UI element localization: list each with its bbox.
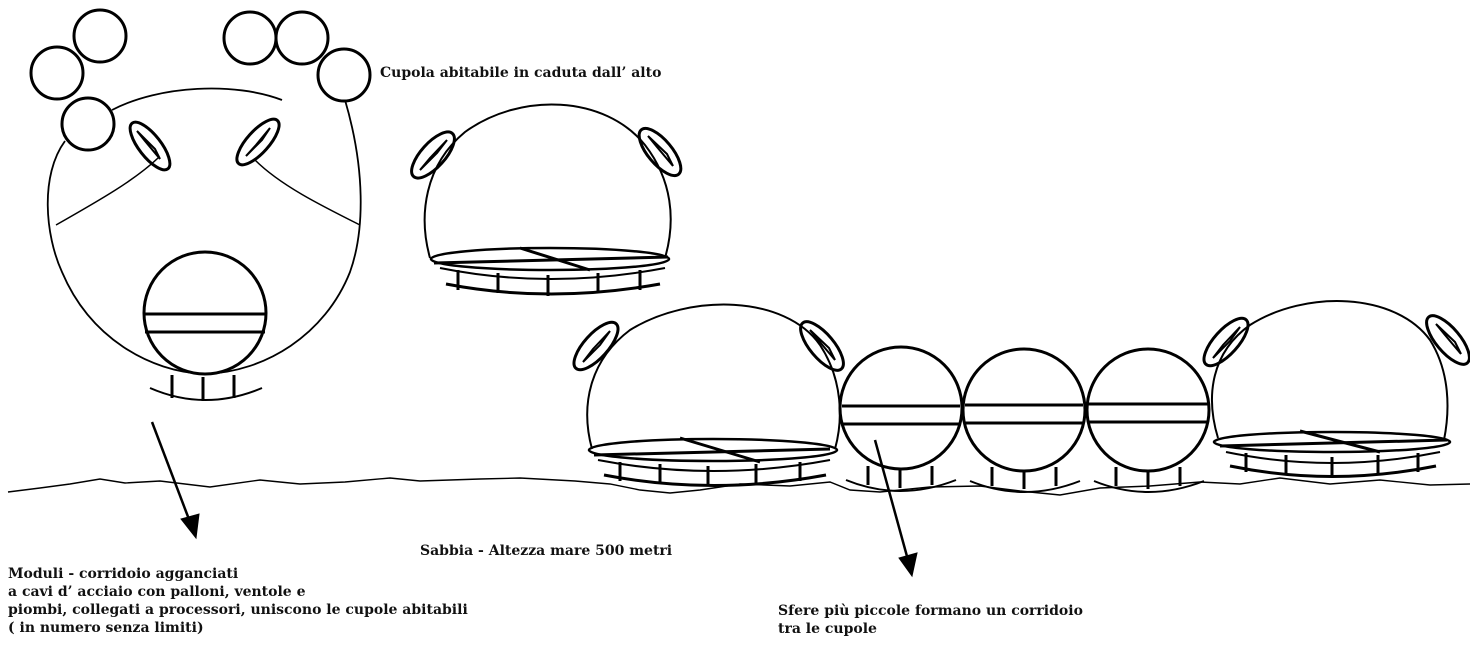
sphere-base — [149, 375, 263, 401]
balloon — [60, 96, 116, 152]
dome-shell — [423, 103, 672, 259]
label-sand-sea-level: Sabbia - Altezza mare 500 metri — [420, 543, 673, 559]
fan-icon — [128, 120, 172, 172]
dome-legs — [1229, 453, 1437, 478]
balloon — [316, 47, 372, 103]
balloon — [29, 45, 85, 101]
corridor-spheres — [838, 345, 1211, 493]
habitable-dome-grounded-right — [1202, 300, 1470, 478]
sand-ground-line — [7, 477, 1470, 496]
fan-icon — [1202, 316, 1250, 368]
balloon — [222, 10, 278, 66]
corridor-sphere — [838, 345, 964, 492]
label-line: piombi, collegati a processori, uniscono… — [8, 602, 468, 618]
corridor-sphere — [1085, 347, 1211, 493]
balloon — [274, 10, 330, 66]
label-line: Sfere più piccole formano un corridoio — [778, 603, 1083, 619]
label-line: Moduli - corridoio agganciati — [8, 566, 239, 582]
fan-icon — [799, 320, 845, 372]
falling-dome-balloon-assembly — [29, 8, 372, 401]
dome-legs — [445, 270, 661, 296]
internal-cable — [254, 159, 361, 226]
label-line: ( in numero senza limiti) — [8, 620, 204, 636]
fan-icon — [637, 126, 683, 178]
dome-legs — [603, 462, 827, 487]
arrow-to-modules-label — [150, 421, 200, 540]
fan-icon — [572, 320, 620, 372]
dome-shell — [1211, 300, 1449, 441]
dome-floor-disc — [429, 246, 671, 272]
habitable-dome-falling — [410, 103, 683, 296]
habitable-dome-grounded-left — [572, 303, 845, 487]
fan-icon — [410, 130, 456, 180]
balloon — [72, 8, 128, 64]
label-modules-corridor: Moduli - corridoio agganciati a cavi d’ … — [8, 565, 468, 637]
dome-shell — [586, 303, 841, 450]
arrow-to-spheres-label — [873, 439, 918, 578]
dome-envelope-top — [111, 87, 283, 111]
corridor-sphere — [961, 347, 1087, 493]
label-line: tra le cupole — [778, 621, 877, 637]
fan-icon — [235, 117, 281, 167]
internal-cable — [55, 157, 159, 226]
fan-icon — [1425, 314, 1470, 366]
label-falling-dome: Cupola abitabile in caduta dall’ alto — [380, 65, 662, 81]
label-line: a cavi d’ acciaio con palloni, ventole e — [8, 584, 306, 600]
label-smaller-spheres: Sfere più piccole formano un corridoio t… — [778, 602, 1083, 638]
